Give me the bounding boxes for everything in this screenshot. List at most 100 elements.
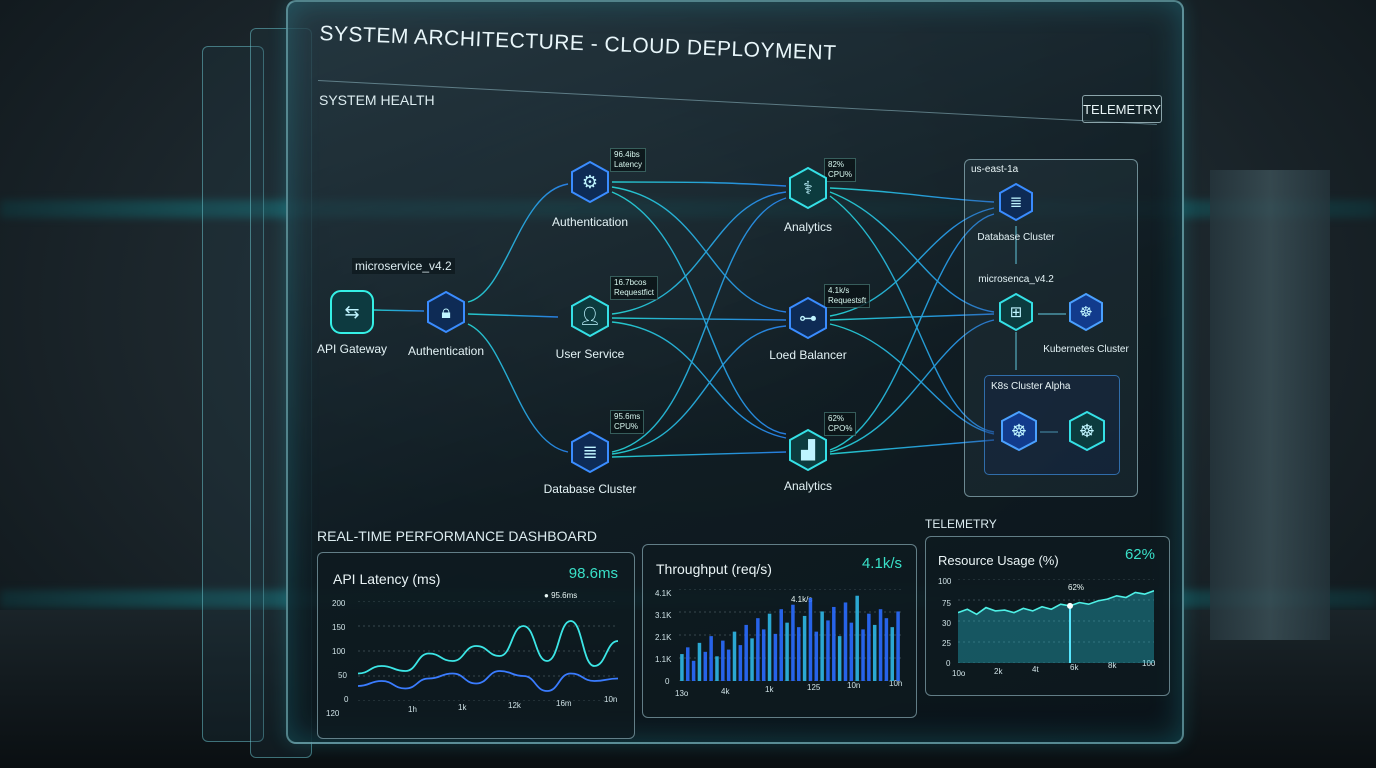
analytics-icon: ⚕ xyxy=(803,177,813,199)
throughput-card[interactable]: Throughput (req/s) 4.1k/s 4.1k/s 4.1K 3.… xyxy=(642,544,917,718)
database-cluster-label: Database Cluster xyxy=(543,482,637,496)
y-tick: 2.1K xyxy=(655,633,672,642)
throughput-bar xyxy=(686,647,690,681)
x-tick: 2k xyxy=(994,667,1003,676)
throughput-bar xyxy=(767,613,772,681)
throughput-bar xyxy=(709,636,713,681)
system-health-label: SYSTEM HEALTH xyxy=(319,92,435,108)
resource-usage-card[interactable]: Resource Usage (%) 62% 62% 100 75 30 25 … xyxy=(925,536,1170,696)
throughput-bar xyxy=(832,606,836,681)
kubernetes-cluster-node[interactable]: ☸ xyxy=(1066,292,1106,332)
y-tick: 100 xyxy=(938,577,952,586)
throughput-chart xyxy=(679,589,901,681)
analytics-bottom-label: Analytics xyxy=(783,479,833,493)
analytics-metric-tag-2: 62%CPO% xyxy=(824,412,857,436)
k8s-alpha-node-2[interactable]: ☸ xyxy=(1066,410,1108,452)
api-latency-card[interactable]: API Latency (ms) 98.6ms ● 95.6ms 200 150… xyxy=(317,552,635,739)
throughput-bar xyxy=(890,627,894,681)
kubernetes-icon: ☸ xyxy=(1010,420,1028,442)
y-tick: 3.1K xyxy=(655,611,672,620)
throughput-bar xyxy=(732,631,737,681)
network-icon: ⊞ xyxy=(1009,303,1023,321)
x-tick: 1k xyxy=(458,703,467,712)
version-tag: microservice_v4.2 xyxy=(352,258,455,274)
throughput-bar xyxy=(750,638,754,681)
throughput-bar xyxy=(849,622,854,681)
auth-node-top[interactable]: ⚙ xyxy=(568,160,612,204)
telemetry-label: TELEMETRY xyxy=(925,517,997,531)
region-database-node[interactable]: ≣ xyxy=(996,182,1036,222)
database-icon: ≣ xyxy=(582,441,598,463)
api-gateway-node[interactable]: ⇆ xyxy=(328,288,376,336)
ghost-panel-back xyxy=(202,46,264,742)
throughput-bar xyxy=(878,609,883,681)
throughput-bar xyxy=(814,631,819,681)
throughput-value: 4.1k/s xyxy=(861,555,902,572)
y-tick: 4.1K xyxy=(655,589,672,598)
bar-chart-icon: ▟ xyxy=(801,439,815,461)
throughput-bar xyxy=(867,613,871,681)
auth-node-left-label: Authentication xyxy=(407,344,485,358)
analytics-top-label: Analytics xyxy=(783,220,833,234)
throughput-marker: 4.1k/s xyxy=(791,595,813,604)
x-tick: 10h xyxy=(889,679,903,688)
throughput-bar xyxy=(791,604,795,681)
k8s-alpha-node-1[interactable]: ☸ xyxy=(998,410,1040,452)
x-tick: 4k xyxy=(721,687,730,696)
throughput-bar xyxy=(726,649,731,681)
throughput-bar xyxy=(808,597,813,681)
api-latency-title: API Latency (ms) xyxy=(333,571,441,587)
user-service-node[interactable]: 👤︎ xyxy=(568,294,612,338)
analytics-node-bottom[interactable]: ▟ xyxy=(786,428,830,472)
throughput-bar xyxy=(703,651,708,681)
k8s-alpha-label: K8s Cluster Alpha xyxy=(991,381,1071,392)
resource-usage-value: 62% xyxy=(1124,546,1155,563)
load-balancer-icon: ⊶ xyxy=(799,307,817,329)
database-cluster-node[interactable]: ≣ xyxy=(568,430,612,474)
analytics-metric-tag: 82%CPU% xyxy=(824,158,857,182)
y-tick: 0 xyxy=(344,695,349,704)
throughput-bar xyxy=(785,622,789,681)
user-service-label: User Service xyxy=(555,347,625,361)
throughput-bar xyxy=(756,618,760,681)
dashboard-title: REAL-TIME PERFORMANCE DASHBOARD xyxy=(317,528,598,544)
x-tick: 120 xyxy=(326,709,340,718)
y-tick: 25 xyxy=(942,639,951,648)
throughput-bar xyxy=(884,618,889,681)
x-tick: 1h xyxy=(408,705,417,714)
y-tick: 0 xyxy=(665,677,670,686)
throughput-bar xyxy=(680,654,684,681)
throughput-bar xyxy=(820,611,824,681)
user-icon: 👤︎ xyxy=(578,305,602,327)
analytics-node-top[interactable]: ⚕ xyxy=(786,166,830,210)
region-microservice-node[interactable]: ⊞ xyxy=(996,292,1036,332)
database-icon: ≣ xyxy=(1009,193,1023,211)
api-latency-chart xyxy=(358,601,618,701)
auth-node-left[interactable]: 🔒︎ xyxy=(424,290,468,334)
x-tick: 12k xyxy=(508,701,521,710)
throughput-bar xyxy=(855,595,859,681)
api-latency-value: 98.6ms xyxy=(568,565,618,582)
y-tick: 0 xyxy=(946,659,951,668)
x-tick: 10o xyxy=(952,669,966,678)
resource-usage-chart xyxy=(958,579,1154,663)
load-balancer-node[interactable]: ⊶ xyxy=(786,296,830,340)
throughput-bar xyxy=(744,624,748,681)
resource-usage-marker: 62% xyxy=(1068,583,1085,592)
architecture-panel: SYSTEM ARCHITECTURE - CLOUD DEPLOYMENT S… xyxy=(286,0,1184,744)
y-tick: 75 xyxy=(942,599,951,608)
throughput-bar xyxy=(721,640,725,681)
resource-area-fill xyxy=(958,590,1154,663)
x-tick: 100 xyxy=(1142,659,1156,668)
throughput-bar xyxy=(837,636,842,681)
resource-usage-title: Resource Usage (%) xyxy=(938,553,1059,568)
throughput-bar xyxy=(779,609,783,681)
throughput-bar xyxy=(691,660,696,681)
throughput-bar xyxy=(797,627,801,681)
x-tick: 4t xyxy=(1032,665,1039,674)
telemetry-button[interactable]: TELEMETRY xyxy=(1082,95,1162,123)
region-microservice-label: microsenca_v4.2 xyxy=(978,274,1054,285)
region-name: us-east-1a xyxy=(971,164,1019,175)
